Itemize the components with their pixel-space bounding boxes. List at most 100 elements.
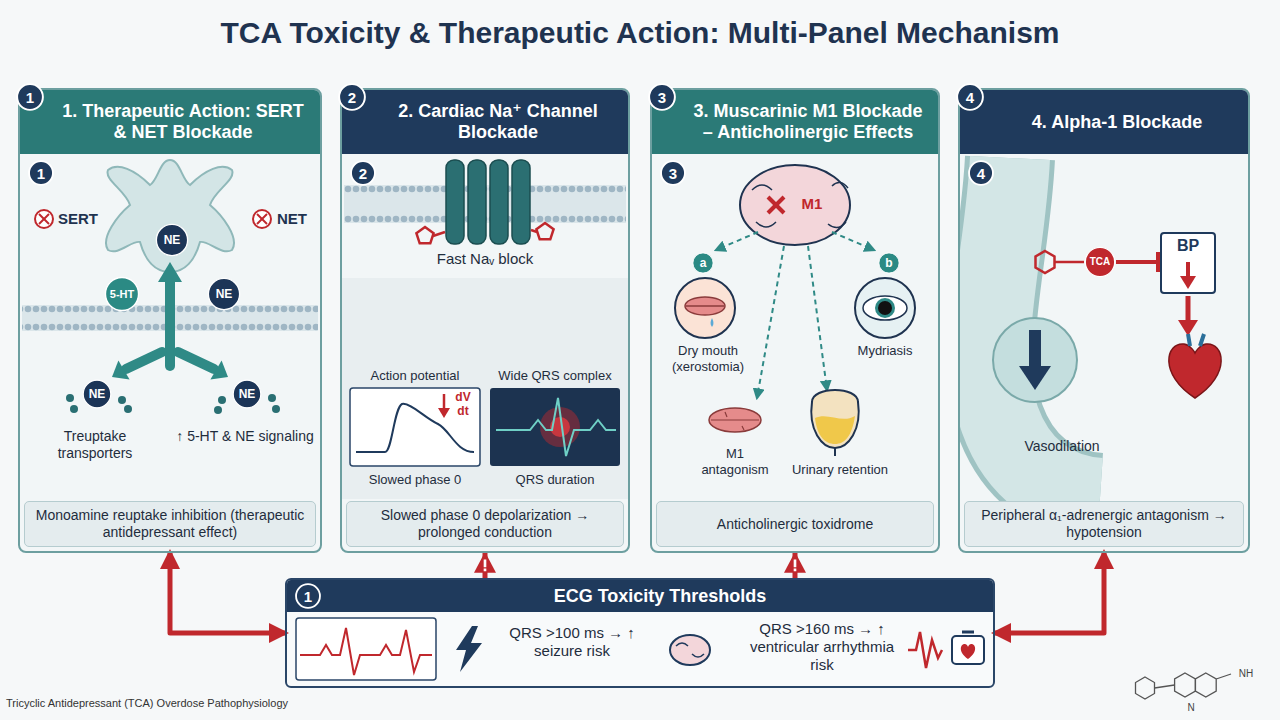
brain-icon bbox=[768, 197, 784, 213]
circle-shape bbox=[957, 84, 983, 110]
threshold-text: QRS >100 ms → ↑ seizure risk bbox=[492, 624, 652, 660]
summary-text: Anticholinergic toxidrome bbox=[717, 516, 873, 533]
drug-molecule bbox=[531, 230, 537, 232]
brain-icon bbox=[670, 635, 710, 665]
circle-shape bbox=[296, 584, 320, 608]
molecule-structure bbox=[1136, 673, 1232, 699]
qrs-trace bbox=[496, 398, 616, 456]
summary-box: Monoamine reuptake inhibition (therapeut… bbox=[24, 501, 316, 547]
transporter-label: SERT bbox=[53, 210, 103, 228]
transmitter-label: NE bbox=[216, 288, 233, 300]
threshold-box: ECG Toxicity ThresholdsQRS >100 ms → ↑ s… bbox=[285, 578, 995, 688]
lightning-icon bbox=[456, 626, 482, 672]
defibrillator-icon bbox=[961, 644, 975, 659]
conduction-background bbox=[342, 278, 628, 499]
qrs-trace bbox=[490, 388, 620, 466]
effect-arrows bbox=[757, 246, 784, 398]
number-badge: 2 bbox=[338, 83, 366, 111]
badge-number: 1 bbox=[26, 90, 34, 105]
bladder-icon bbox=[811, 390, 858, 456]
number-badge: 3 bbox=[660, 160, 686, 186]
reuptake-arrows bbox=[112, 361, 130, 380]
transmitter-circle: NE bbox=[207, 277, 241, 311]
brain-icon bbox=[670, 635, 710, 665]
molecule-structure bbox=[1155, 685, 1175, 688]
callout-letter: a bbox=[700, 257, 707, 269]
transporter-block-icon bbox=[35, 210, 53, 228]
circle-shape bbox=[105, 277, 138, 310]
effect-label: Vasodilation bbox=[1007, 438, 1117, 455]
panel-backgrounds bbox=[18, 88, 322, 553]
summary-text: Monoamine reuptake inhibition (therapeut… bbox=[33, 507, 307, 541]
reuptake-arrows bbox=[178, 352, 214, 369]
blood-vessel bbox=[1029, 330, 1041, 368]
eye-icon bbox=[855, 278, 915, 338]
badge-number: 1 bbox=[37, 166, 45, 181]
molecule-structure bbox=[1175, 673, 1196, 697]
bp-box: BP bbox=[1160, 232, 1216, 294]
reuptake-arrows bbox=[210, 361, 228, 380]
transporter-block-icon bbox=[257, 214, 267, 224]
heart-icon bbox=[1169, 344, 1221, 398]
part-label: Fast Naᵥ block bbox=[385, 250, 585, 268]
drug-molecule bbox=[433, 232, 445, 236]
badge-number: 4 bbox=[966, 90, 974, 105]
badge-number: 2 bbox=[359, 166, 367, 181]
part-label: ↑ 5-HT & NE signaling bbox=[175, 428, 315, 445]
connector-arrow bbox=[170, 553, 285, 633]
panel-backgrounds bbox=[18, 88, 1250, 688]
molecule-structure bbox=[1136, 677, 1155, 699]
circle-shape bbox=[693, 253, 713, 273]
slope-label: dV dt bbox=[452, 390, 474, 419]
transmitter-label: 5-HT bbox=[110, 289, 134, 300]
drug-label: TCA bbox=[1090, 257, 1111, 267]
conduction-background bbox=[342, 278, 628, 499]
bp-box-fill bbox=[1160, 232, 1216, 294]
brain-icon bbox=[676, 643, 704, 657]
circle-shape bbox=[1085, 247, 1114, 276]
atom-label: NH bbox=[1234, 668, 1258, 680]
transmitter-label: NE bbox=[239, 388, 256, 400]
number-badge: 4 bbox=[968, 160, 994, 186]
transporter-block-icon bbox=[39, 214, 49, 224]
bladder-icon bbox=[815, 416, 855, 444]
transmitter-label: NE bbox=[89, 388, 106, 400]
defibrillator-icon bbox=[952, 632, 984, 664]
drug-molecule bbox=[536, 223, 553, 239]
atom-label: N bbox=[1184, 702, 1198, 714]
sodium-channel bbox=[446, 160, 530, 244]
circle-shape bbox=[351, 161, 375, 185]
transmitter-circle: NE bbox=[82, 379, 112, 409]
mouth-icon bbox=[675, 278, 735, 338]
part-label: Treuptake transporters bbox=[25, 428, 165, 462]
number-badge: 1 bbox=[295, 583, 321, 609]
badge-number: 1 bbox=[304, 589, 312, 604]
action-potential-trace bbox=[443, 394, 446, 410]
circle-shape bbox=[29, 161, 53, 185]
transporter-block-icon bbox=[39, 214, 49, 224]
number-badge: 3 bbox=[648, 83, 676, 111]
panel-backgrounds bbox=[285, 578, 995, 688]
badge-number: 2 bbox=[348, 90, 356, 105]
transmitter-circle: 5-HT bbox=[104, 276, 140, 312]
reuptake-arrows bbox=[126, 352, 162, 369]
number-badge: 1 bbox=[28, 160, 54, 186]
drug-circle: TCA bbox=[1084, 246, 1116, 278]
transmitter-dots bbox=[124, 405, 132, 413]
effect-label: Mydriasis bbox=[835, 343, 935, 359]
drug-molecule bbox=[1055, 261, 1085, 264]
badge-number: 3 bbox=[658, 90, 666, 105]
chart-label: Action potential bbox=[350, 368, 480, 384]
inhibition-line bbox=[1116, 252, 1158, 272]
rhythm-icon bbox=[908, 632, 942, 668]
circle-shape bbox=[208, 278, 239, 309]
transmitter-dots bbox=[118, 396, 126, 404]
heart-icon bbox=[1188, 334, 1204, 346]
connector-arrow bbox=[995, 553, 1104, 633]
molecule-structure bbox=[1195, 673, 1216, 697]
eye-icon bbox=[878, 301, 892, 315]
number-badge: 1 bbox=[16, 83, 44, 111]
callout-circle: b bbox=[878, 252, 900, 274]
action-potential-trace bbox=[350, 388, 480, 466]
